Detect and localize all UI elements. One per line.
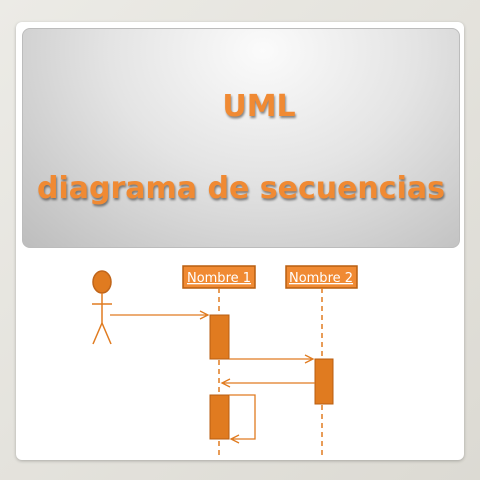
actor-icon	[92, 270, 112, 345]
participant-nombre-1[interactable]: Nombre 1	[182, 265, 256, 289]
message-arrow	[229, 354, 315, 364]
participant-nombre-2[interactable]: Nombre 2	[285, 265, 358, 289]
slide: UML diagrama de secuencias	[16, 22, 464, 460]
activation-bar	[209, 394, 230, 440]
activation-bar	[209, 314, 230, 360]
return-arrow	[220, 378, 315, 388]
actor-right-leg	[101, 322, 112, 345]
actor-head	[92, 270, 112, 294]
slide-title: UML	[222, 89, 296, 124]
actor-left-leg	[92, 322, 103, 345]
activation-bar	[314, 358, 334, 405]
message-arrow	[110, 310, 210, 320]
participant-label: Nombre 1	[187, 271, 251, 286]
title-banner: UML diagrama de secuencias	[22, 28, 460, 248]
slide-subtitle: diagrama de secuencias	[37, 171, 445, 206]
self-message-arrow	[229, 394, 256, 444]
participant-label: Nombre 2	[289, 271, 353, 286]
